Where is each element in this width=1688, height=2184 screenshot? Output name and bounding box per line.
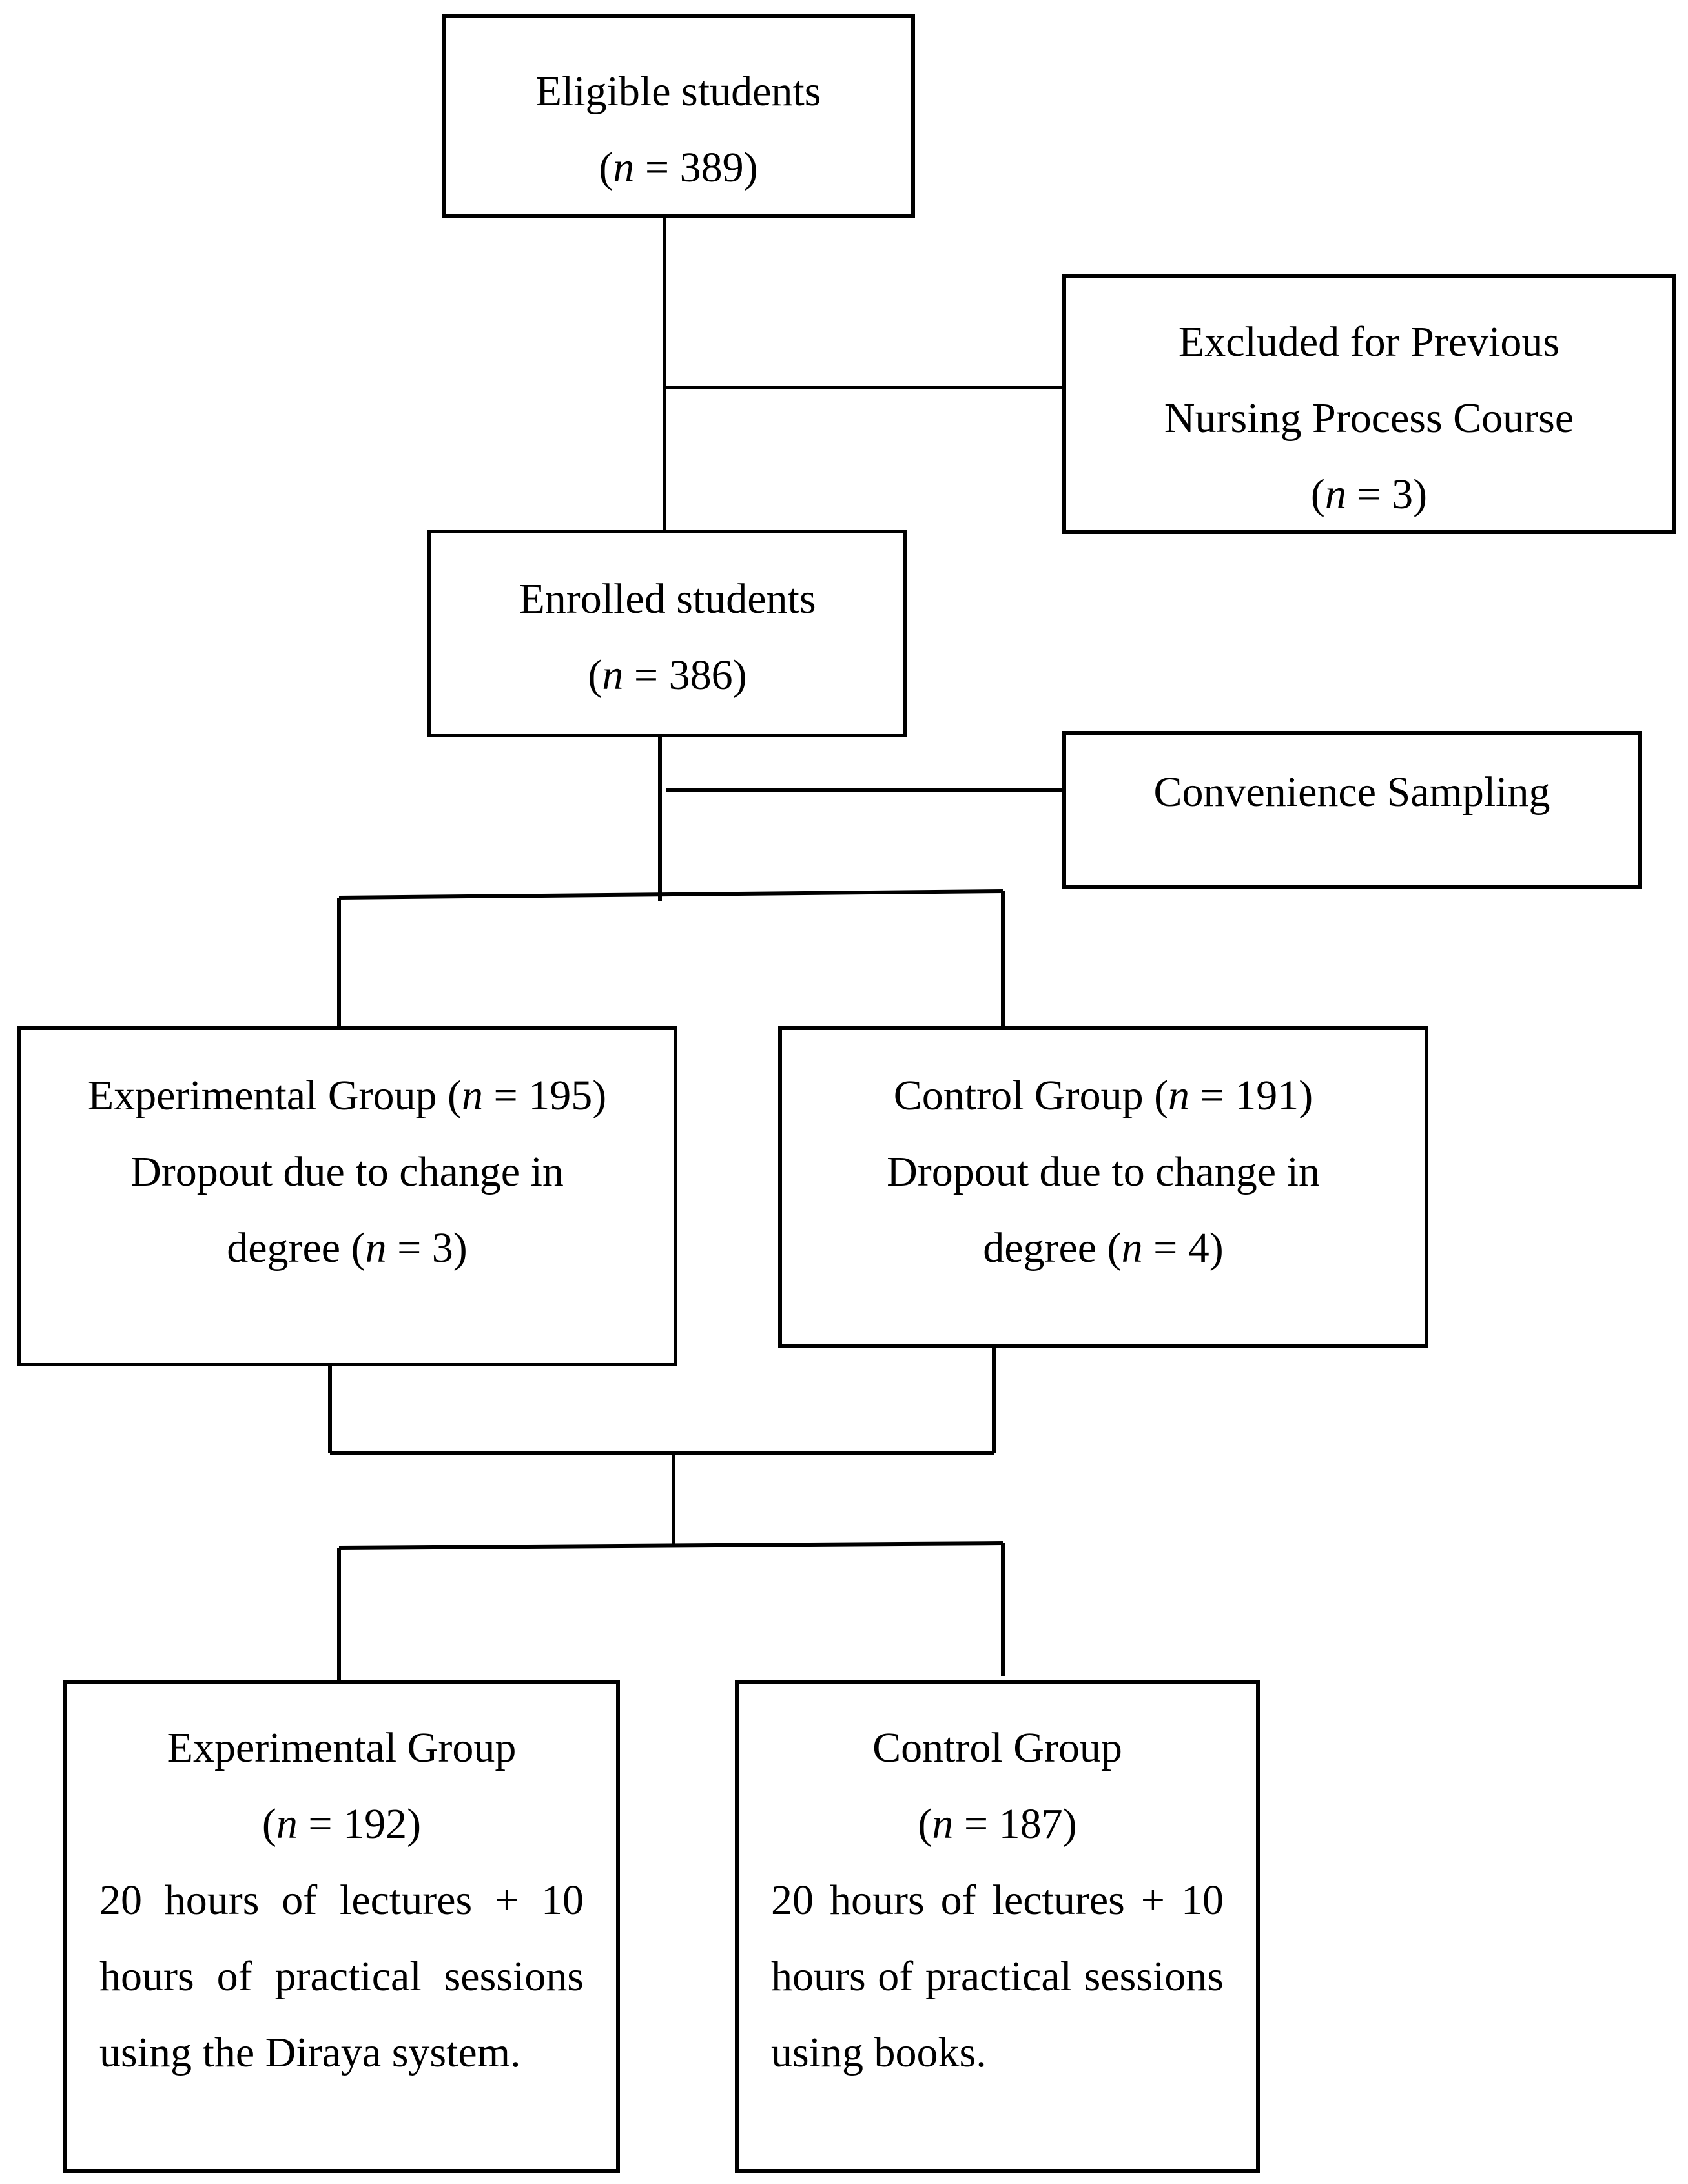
enrolled-count: (n = 386) [588, 652, 747, 699]
ctrl-final-count: (n = 187) [918, 1800, 1077, 1848]
enrolled-students-box: Enrolled students (n = 386) [427, 530, 907, 737]
control-final-box: Control Group (n = 187) 20 hours of lect… [735, 1680, 1260, 2173]
experimental-group-box: Experimental Group (n = 195) Dropout due… [17, 1026, 677, 1366]
exp-final-title: Experimental Group [167, 1724, 517, 1771]
connector-split-horizontal [338, 889, 1004, 900]
enrolled-title: Enrolled students [519, 575, 816, 623]
exp-group-line3: degree (n = 3) [227, 1224, 468, 1272]
excluded-line2: Nursing Process Course [1164, 395, 1574, 442]
control-group-box: Control Group (n = 191) Dropout due to c… [778, 1026, 1428, 1348]
eligible-students-box: Eligible students (n = 389) [442, 14, 915, 218]
convenience-sampling-box: Convenience Sampling [1062, 731, 1642, 889]
excluded-line1: Excluded for Previous [1178, 318, 1560, 366]
excluded-box: Excluded for Previous Nursing Process Co… [1062, 274, 1676, 534]
ctrl-group-line3: degree (n = 4) [983, 1224, 1224, 1272]
ctrl-final-title: Control Group [872, 1724, 1122, 1771]
exp-final-count: (n = 192) [262, 1800, 422, 1848]
ctrl-group-line2: Dropout due to change in [887, 1148, 1320, 1195]
exp-group-line2: Dropout due to change in [130, 1148, 564, 1195]
sampling-title: Convenience Sampling [1153, 768, 1550, 816]
ctrl-group-line1: Control Group (n = 191) [893, 1072, 1313, 1119]
experimental-final-box: Experimental Group (n = 192) 20 hours of… [63, 1680, 620, 2173]
exp-final-description: 20 hours of lectures + 10 hours of pract… [99, 1877, 584, 2076]
eligible-count: (n = 389) [599, 144, 758, 191]
connector-final-split [338, 1541, 1004, 1550]
ctrl-final-description: 20 hours of lectures + 10 hours of pract… [771, 1877, 1224, 2076]
excluded-count: (n = 3) [1310, 471, 1428, 518]
eligible-title: Eligible students [535, 68, 821, 115]
exp-group-line1: Experimental Group (n = 195) [87, 1072, 607, 1119]
